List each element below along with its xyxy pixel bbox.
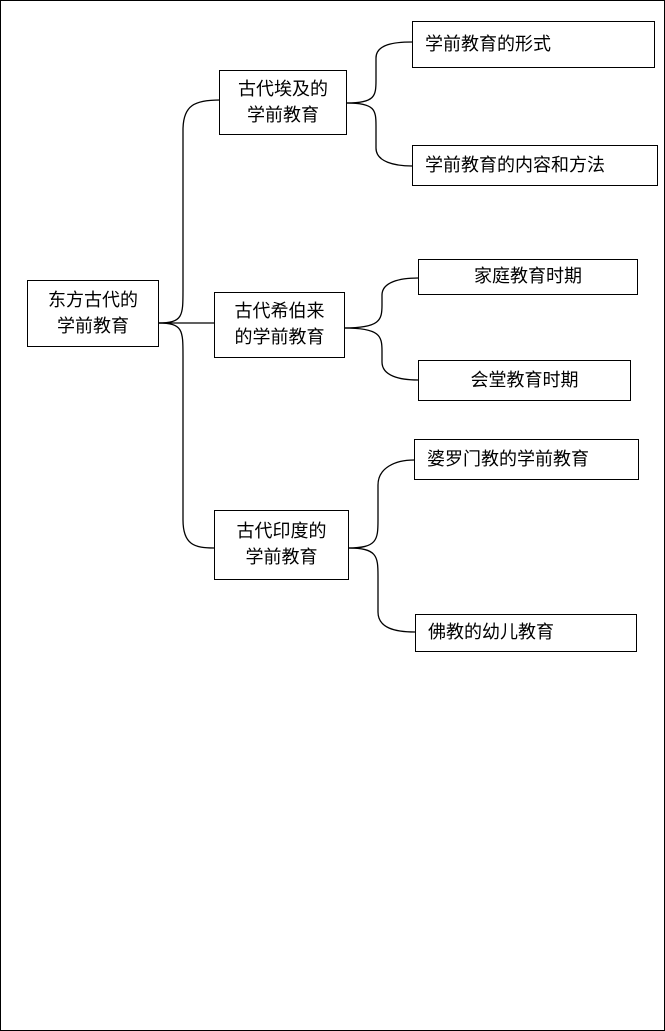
branch-hebrew-line1: 古代希伯来 [234,301,325,322]
leaf-egypt-forms-label: 学前教育的形式 [425,33,551,55]
branch-india: 古代印度的 学前教育 [214,510,349,580]
connector-hebrew-leaf1 [343,277,419,329]
leaf-india-brahmanism: 婆罗门教的学前教育 [414,439,639,480]
branch-hebrew-line2: 的学前教育 [234,327,325,348]
leaf-india-buddhism-label: 佛教的幼儿教育 [428,622,554,643]
branch-india-line1: 古代印度的 [236,521,327,542]
leaf-hebrew-synagogue: 会堂教育时期 [418,360,631,401]
branch-india-line2: 学前教育 [245,547,318,568]
connector-egypt-leaf2 [346,102,413,167]
connector-india-leaf2 [347,547,416,633]
connector-root-india [157,322,215,549]
branch-egypt-line2: 学前教育 [247,104,319,126]
leaf-hebrew-family-label: 家庭教育时期 [474,266,582,287]
root-node-line2: 学前教育 [57,315,129,337]
leaf-india-brahmanism-label: 婆罗门教的学前教育 [427,448,589,470]
leaf-hebrew-synagogue-label: 会堂教育时期 [470,369,579,391]
branch-egypt: 古代埃及的 学前教育 [219,70,347,135]
leaf-hebrew-family: 家庭教育时期 [418,259,638,295]
root-node: 东方古代的 学前教育 [27,280,159,347]
connector-hebrew-leaf2 [343,327,419,381]
root-node-line1: 东方古代的 [48,289,138,311]
connector-egypt-leaf1 [346,41,413,104]
leaf-india-buddhism: 佛教的幼儿教育 [415,614,637,652]
leaf-egypt-content-methods: 学前教育的内容和方法 [412,145,658,186]
leaf-egypt-content-methods-label: 学前教育的内容和方法 [425,154,605,176]
leaf-egypt-forms: 学前教育的形式 [412,21,655,68]
connector-root-egypt [157,99,221,324]
connector-india-leaf1 [347,459,415,549]
branch-hebrew: 古代希伯来 的学前教育 [214,292,345,358]
branch-egypt-line1: 古代埃及的 [238,78,328,100]
